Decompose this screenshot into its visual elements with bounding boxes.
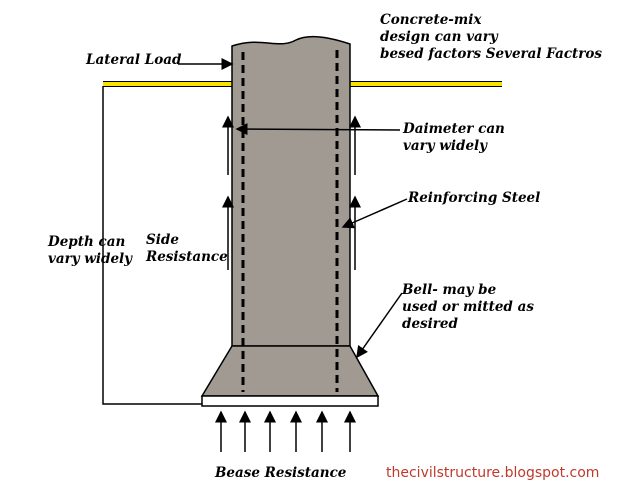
pier-bell bbox=[200, 345, 380, 397]
base-resistance-arrows bbox=[215, 410, 356, 452]
label-depth: Depth can vary widely bbox=[48, 234, 132, 267]
label-side-resistance: Side Resistance bbox=[146, 232, 228, 265]
depth-bracket bbox=[102, 86, 202, 405]
reinforcing-arrow bbox=[341, 198, 408, 229]
label-lateral-load: Lateral Load bbox=[86, 52, 182, 68]
pier-shaft bbox=[231, 35, 351, 347]
bell-arrow bbox=[356, 292, 403, 359]
label-concrete-mix: Concrete-mix design can vary besed facto… bbox=[380, 12, 603, 62]
label-reinforcing-steel: Reinforcing Steel bbox=[408, 190, 541, 206]
pier-base-slab bbox=[201, 395, 379, 407]
credit-text: thecivilstructure.blogspot.com bbox=[386, 465, 600, 481]
diameter-arrow bbox=[235, 123, 401, 136]
label-base-resistance: Bease Resistance bbox=[215, 465, 347, 481]
label-diameter: Daimeter can vary widely bbox=[403, 121, 505, 154]
label-bell: Bell- may be used or mitted as desired bbox=[402, 282, 534, 332]
